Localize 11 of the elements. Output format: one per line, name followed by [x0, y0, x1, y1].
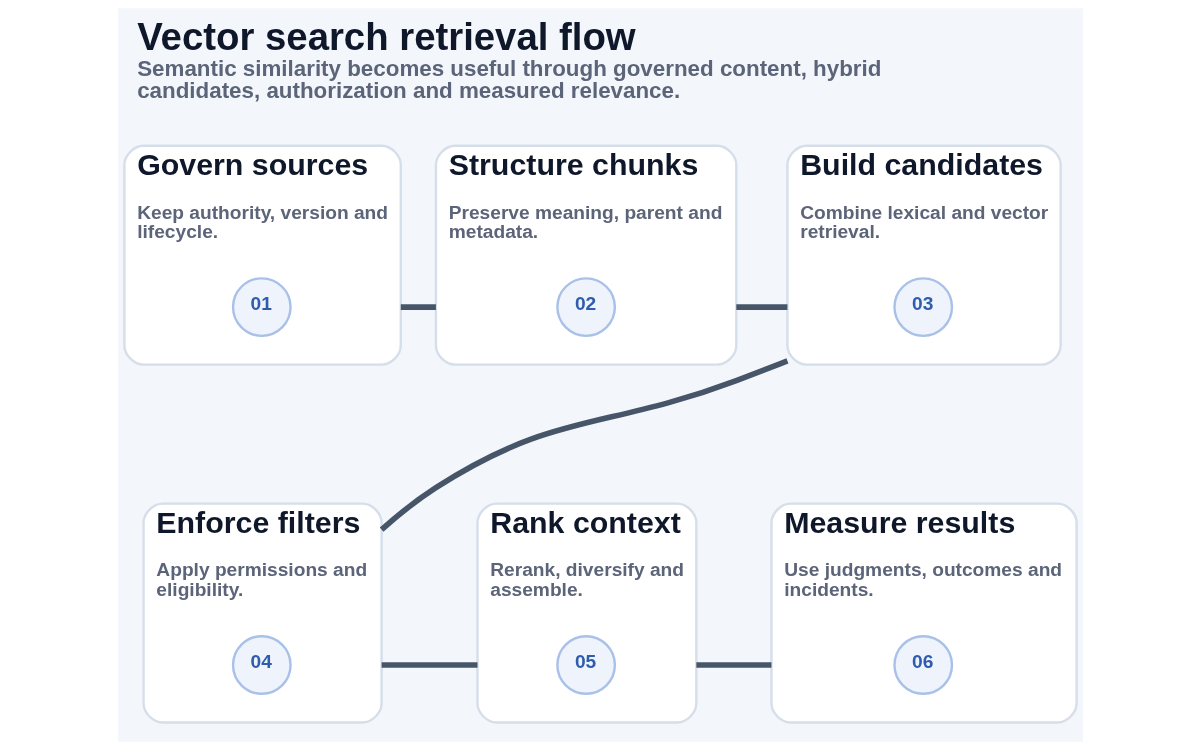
connector — [695, 662, 771, 668]
node-circle: 04 — [231, 635, 292, 695]
connector — [400, 304, 436, 310]
connector — [735, 304, 787, 310]
node-circle: 01 — [231, 277, 292, 338]
node-circle: 02 — [555, 277, 616, 338]
connector — [379, 358, 788, 532]
connector — [381, 662, 477, 668]
node-circle: 05 — [555, 635, 616, 695]
node-circle: 06 — [892, 635, 953, 695]
node-circle: 03 — [892, 277, 953, 338]
